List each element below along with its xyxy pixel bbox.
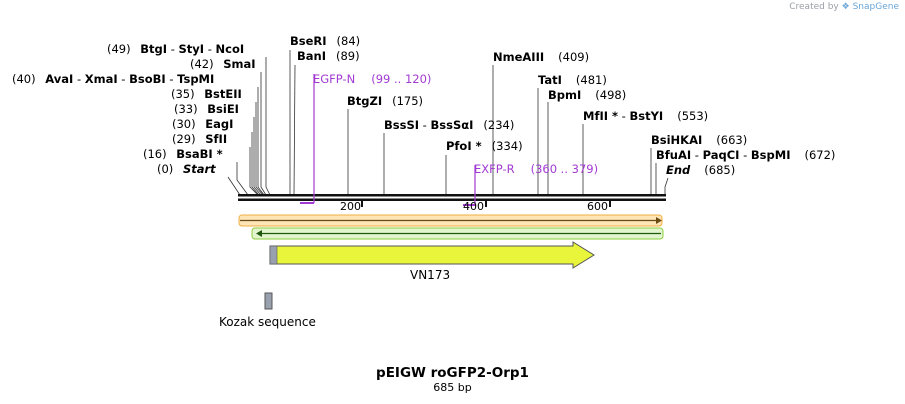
- site-label-334[interactable]: PfoI *(334): [446, 139, 523, 153]
- site-label-start[interactable]: (0) Start: [157, 162, 216, 176]
- site-label-40[interactable]: (40) AvaI - XmaI - BsoBI - TspMI: [12, 72, 215, 86]
- primer-label-exfp-r[interactable]: EXFP-R(360 .. 379): [474, 162, 599, 176]
- dna-backbone: [238, 194, 666, 201]
- site-label-409[interactable]: NmeAIII(409): [493, 50, 590, 64]
- site-label-234[interactable]: BssSI - BssSαI(234): [384, 118, 515, 132]
- site-label-498[interactable]: BpmI(498): [548, 88, 627, 102]
- primer-exfp-r-mark: [463, 165, 476, 206]
- site-label-42[interactable]: (42) SmaI: [190, 57, 256, 71]
- map-length: 685 bp: [433, 381, 472, 394]
- feature-label-vn173: VN173: [410, 268, 451, 282]
- site-label-84[interactable]: BseRI(84): [290, 34, 361, 48]
- feature-label-kozak: Kozak sequence: [219, 315, 316, 329]
- scale-label-200: 200: [340, 200, 361, 213]
- site-label-175[interactable]: BtgZI(175): [347, 94, 424, 108]
- site-label-553[interactable]: MfII * - BstYI(553): [583, 109, 709, 123]
- kozak-feature-box[interactable]: [264, 292, 273, 310]
- site-label-672[interactable]: BfuAI - PaqCI - BspMI(672): [656, 148, 836, 162]
- site-label-16[interactable]: (16) BsaBI *: [143, 147, 223, 161]
- snapgene-logo-icon: ❖: [841, 2, 850, 12]
- map-title: pEIGW roGFP2-Orp1: [376, 365, 529, 381]
- reverse-strand-arrow: [251, 227, 664, 240]
- site-label-33[interactable]: (33) BsiEI: [174, 102, 239, 116]
- site-label-49[interactable]: (49) BtgI - StyI - NcoI: [107, 42, 245, 56]
- primer-label-egfp-n[interactable]: EGFP-N(99 .. 120): [313, 72, 432, 86]
- scale-tick-marks: [361, 201, 611, 207]
- scale-label-600: 600: [587, 200, 608, 213]
- site-label-663[interactable]: BsiHKAI(663): [651, 133, 748, 147]
- forward-strand-arrow: [238, 214, 663, 227]
- vn173-feature-arrow[interactable]: [269, 241, 595, 269]
- site-label-end[interactable]: End(685): [666, 163, 736, 177]
- snapgene-credit: Created by ❖ SnapGene: [789, 2, 899, 12]
- site-label-29[interactable]: (29) SfII: [172, 132, 228, 146]
- primer-egfp-n-mark: [300, 74, 315, 204]
- site-leader-lines: [227, 50, 669, 196]
- site-label-89[interactable]: BanI(89): [297, 49, 360, 63]
- site-label-30[interactable]: (30) EagI: [172, 117, 234, 131]
- site-label-481[interactable]: TatI(481): [538, 73, 607, 87]
- site-label-35[interactable]: (35) BstEII: [171, 87, 242, 101]
- scale-label-400: 400: [463, 200, 484, 213]
